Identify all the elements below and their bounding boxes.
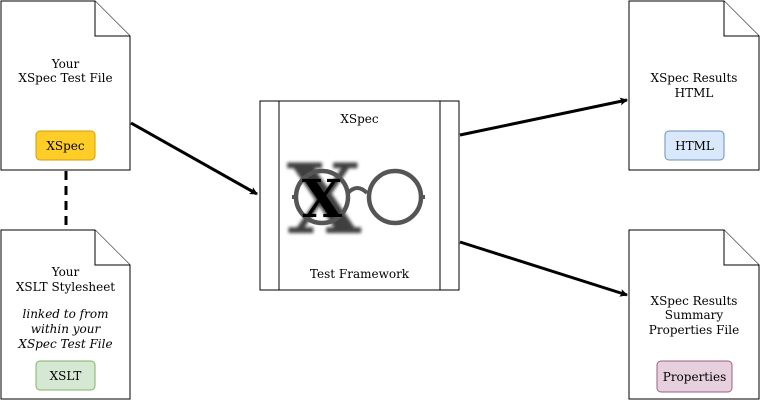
document-shape xyxy=(628,0,760,171)
framework-caption: Test Framework xyxy=(310,267,410,281)
document-shape xyxy=(0,0,131,171)
node-note-line2: within your xyxy=(31,322,102,336)
badge-html-label: HTML xyxy=(675,139,714,153)
document-fold xyxy=(723,230,759,266)
node-title-line1: Your xyxy=(51,57,80,71)
document-shape xyxy=(628,229,760,400)
node-note-line1: linked to from xyxy=(23,307,109,321)
node-title-line2: XSpec Test File xyxy=(18,71,112,85)
node-xslt-stylesheet[interactable]: Your XSLT Stylesheet linked to from with… xyxy=(0,229,131,400)
node-title-line2: HTML xyxy=(675,86,714,100)
edge-xspec-to-framework xyxy=(130,121,258,196)
node-note-line3: XSpec Test File xyxy=(17,337,112,351)
node-results-summary[interactable]: XSpec Results Summary Properties File Pr… xyxy=(628,229,760,400)
document-fold xyxy=(94,1,130,37)
node-title-line2: Summary xyxy=(665,308,724,322)
edge-framework-to-html xyxy=(459,97,628,137)
badge-xspec xyxy=(35,130,96,161)
node-title-line1: Your xyxy=(51,265,80,279)
badge-properties-label: Properties xyxy=(663,370,726,384)
node-results-html[interactable]: XSpec Results HTML HTML xyxy=(628,0,760,171)
badge-properties xyxy=(656,360,733,393)
node-title-line1: XSpec Results xyxy=(651,294,738,308)
badge-xslt xyxy=(35,360,96,391)
node-title-line1: XSpec Results xyxy=(651,71,738,85)
node-title-line3: Properties File xyxy=(649,323,739,337)
logo-sharp-letter: X xyxy=(302,169,343,230)
document-fold xyxy=(723,1,759,37)
document-shape xyxy=(0,229,131,400)
logo-bridge xyxy=(346,186,369,195)
framework-title: XSpec xyxy=(340,112,379,126)
badge-xspec-label: XSpec xyxy=(46,139,85,153)
node-title-line2: XSLT Stylesheet xyxy=(16,280,115,294)
document-fold xyxy=(94,230,130,266)
node-xspec-test-file[interactable]: Your XSpec Test File XSpec xyxy=(0,0,131,171)
badge-xslt-label: XSLT xyxy=(50,369,82,383)
xspec-logo-icon: X X xyxy=(287,143,425,256)
edge-framework-to-summary xyxy=(459,240,628,297)
node-test-framework[interactable]: XSpec X X Test Framework xyxy=(259,100,460,291)
badge-html xyxy=(664,130,725,161)
